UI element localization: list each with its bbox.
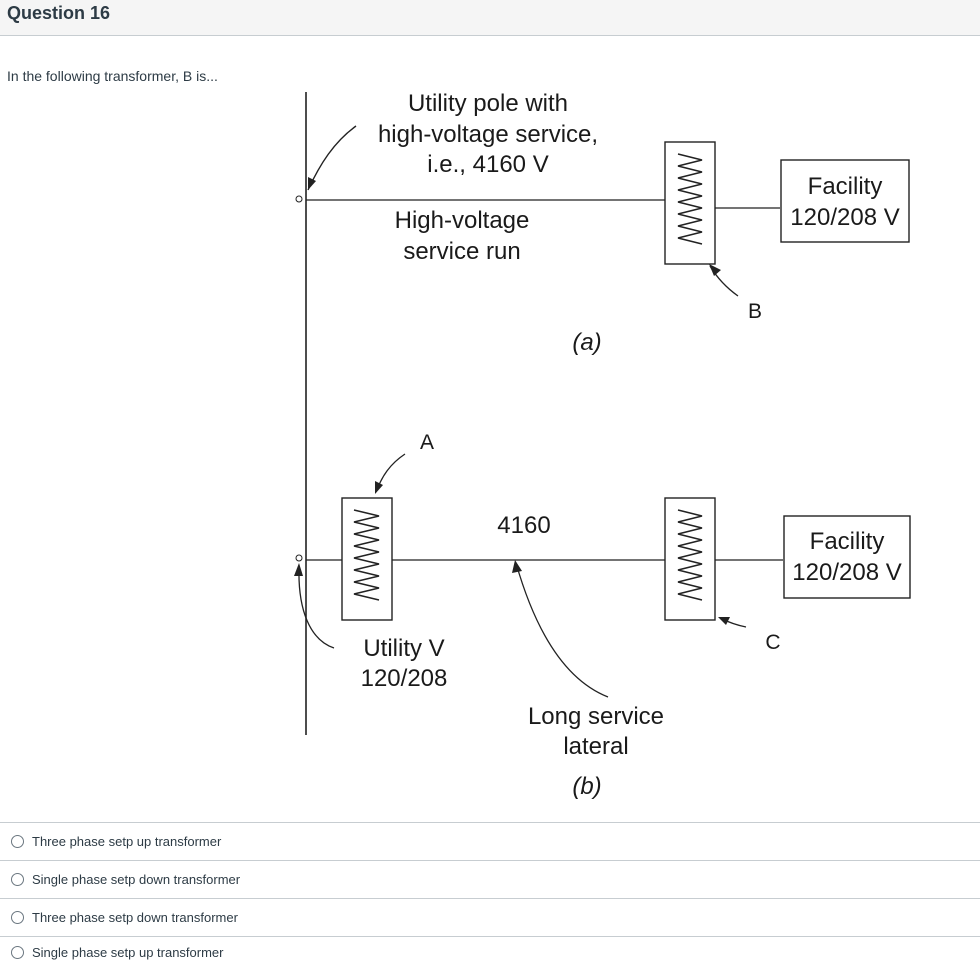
lateral-label1: Long service [528, 703, 664, 730]
answer-label[interactable]: Three phase setp down transformer [32, 910, 238, 925]
label-b-arrowhead [709, 264, 721, 276]
transformer-a-box [341, 497, 393, 621]
facility-a-label1: Facility [808, 173, 883, 200]
question-title: Question 16 [7, 3, 111, 23]
utility-v-label1: Utility V [363, 635, 444, 662]
utility-v-arrow [298, 567, 335, 649]
label-a: A [420, 431, 434, 454]
answer-option[interactable]: Single phase setp down transformer [0, 860, 980, 898]
label-c: C [765, 631, 780, 654]
pole-label-line3: i.e., 4160 V [427, 151, 548, 178]
pole-label-line2: high-voltage service, [378, 121, 598, 148]
hv-run-line2: service run [403, 238, 520, 265]
caption-a: (a) [572, 329, 601, 356]
pole-label-arrow [307, 125, 357, 191]
radio-button[interactable] [11, 835, 24, 848]
answer-option[interactable]: Single phase setp up transformer [0, 936, 980, 967]
voltage-4160-label: 4160 [497, 512, 550, 539]
transformer-b-coil [677, 153, 703, 245]
answer-list: Three phase setp up transformer Single p… [0, 822, 980, 967]
utility-v-label2: 120/208 [361, 665, 448, 692]
label-b: B [748, 300, 762, 323]
answer-option[interactable]: Three phase setp up transformer [0, 822, 980, 860]
answer-option[interactable]: Three phase setp down transformer [0, 898, 980, 936]
hv-run-line1: High-voltage [395, 207, 530, 234]
facility-a-box [780, 159, 910, 243]
pole-label-line1: Utility pole with [408, 90, 568, 117]
question-header: Question 16 [0, 0, 980, 36]
facility-b-label1: Facility [810, 528, 885, 555]
answer-label[interactable]: Single phase setp down transformer [32, 872, 241, 887]
radio-button[interactable] [11, 945, 24, 959]
pole-insulator-top [295, 195, 303, 203]
transformer-a-coil [353, 509, 380, 601]
diagram-svg: Utility pole with high-voltage service, … [294, 90, 911, 800]
pole-arrowhead [308, 177, 316, 190]
answer-label[interactable]: Single phase setp up transformer [32, 944, 224, 960]
pole-insulator-bottom [295, 554, 303, 562]
label-a-arrowhead [375, 481, 383, 494]
answer-label[interactable]: Three phase setp up transformer [32, 834, 222, 849]
utility-v-arrowhead [294, 563, 303, 576]
transformer-c-box [664, 497, 716, 621]
transformer-c-coil [677, 509, 703, 601]
transformer-b-box [664, 141, 716, 265]
facility-b-box [783, 515, 911, 599]
radio-button[interactable] [11, 873, 24, 886]
lateral-arrowhead [512, 560, 522, 573]
transformer-diagram: Utility pole with high-voltage service, … [290, 80, 930, 810]
lateral-arrow [515, 562, 609, 698]
facility-b-label2: 120/208 V [792, 559, 901, 586]
label-c-arrowhead [718, 617, 730, 625]
question-text: In the following transformer, B is... [7, 68, 218, 84]
caption-b: (b) [572, 773, 601, 800]
facility-a-label2: 120/208 V [790, 204, 899, 231]
radio-button[interactable] [11, 911, 24, 924]
lateral-label2: lateral [563, 733, 628, 760]
